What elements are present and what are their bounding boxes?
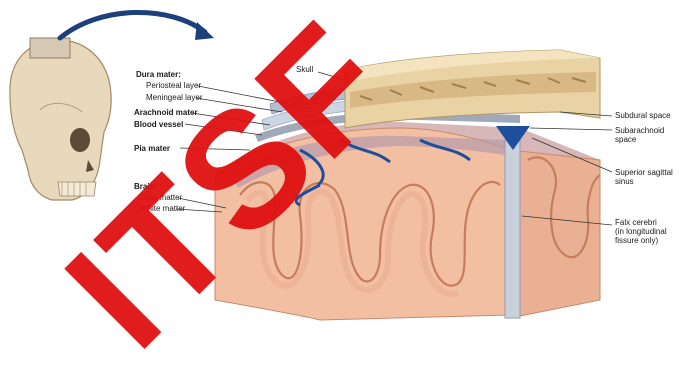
label-dura-mater: Dura mater: xyxy=(136,70,181,79)
label-subdural-space: Subdural space xyxy=(615,111,671,120)
pointer-arrow xyxy=(60,12,205,38)
label-subarachnoid-space: Subarachnoid space xyxy=(615,126,664,144)
label-superior-sagittal-sinus: Superior sagittal sinus xyxy=(615,168,673,186)
skull-cutout-block xyxy=(30,38,70,58)
eye-socket xyxy=(70,128,90,152)
label-falx-cerebri: Falx cerebri (in longitudinal fissure on… xyxy=(615,218,667,245)
skull-head-illustration xyxy=(10,38,111,200)
falx-cerebri xyxy=(505,140,520,318)
